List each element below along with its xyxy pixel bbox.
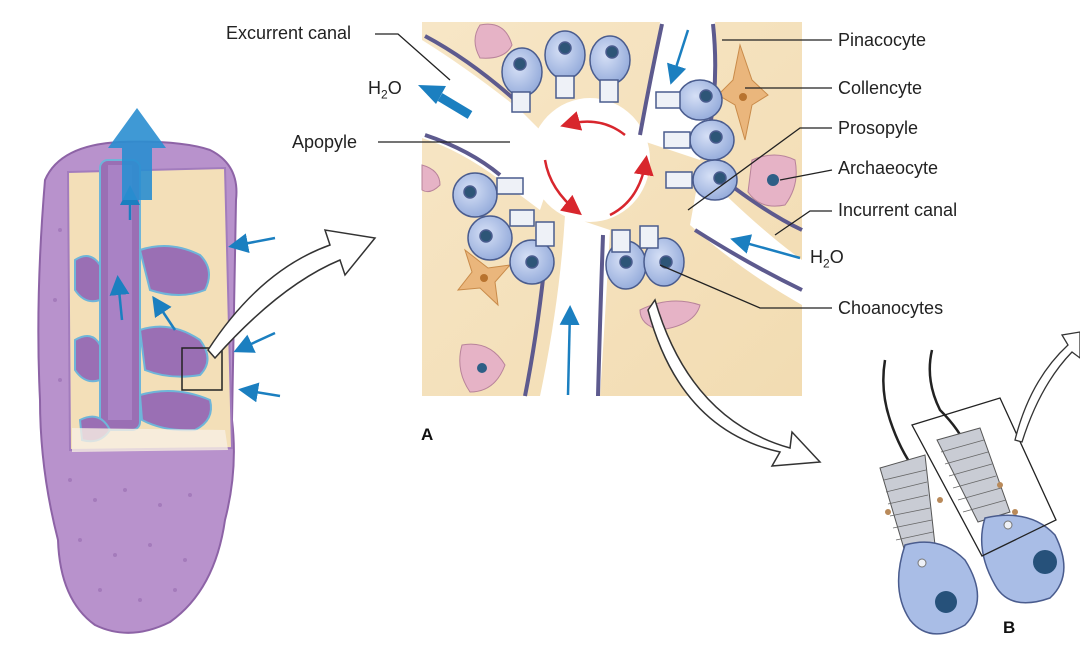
zoom-arrow-a xyxy=(207,229,377,360)
osculum-outflow-arrow xyxy=(108,108,166,200)
label-water-out-o: O xyxy=(387,78,402,98)
label-water-in-o: O xyxy=(829,247,844,267)
inset-box xyxy=(181,347,223,391)
water-outflow-arrow xyxy=(437,93,473,119)
label-water-out: H2O xyxy=(368,78,402,102)
label-pinacocyte: Pinacocyte xyxy=(838,30,927,50)
choanocyte-cell-right xyxy=(980,514,1065,604)
label-water-out-sub: 2 xyxy=(381,87,388,102)
choanocytes-group xyxy=(452,30,738,290)
label-incurrent-canal: Incurrent canal xyxy=(838,200,958,220)
label-water-in: H2O xyxy=(810,247,844,271)
label-water-out-h: H xyxy=(368,78,381,98)
incoming-flow-arrow-2 xyxy=(233,331,276,353)
label-apopyle: Apopyle xyxy=(292,132,358,152)
choanocyte-detail-panel xyxy=(879,331,1080,635)
sponge-body xyxy=(37,108,281,634)
zoom-arrow-b xyxy=(647,298,822,467)
incoming-flow-arrow-1 xyxy=(228,233,276,254)
label-choanocytes: Choanocytes xyxy=(838,298,944,318)
collencyte-cell xyxy=(717,43,769,141)
label-archaeocyte: Archaeocyte xyxy=(838,158,939,178)
choanocyte-chamber-panel xyxy=(421,22,803,397)
panel-label-b: B xyxy=(1003,618,1016,637)
label-prosopyle: Prosopyle xyxy=(838,118,919,138)
label-excurrent-canal: Excurrent canal xyxy=(226,23,352,43)
label-water-in-h: H xyxy=(810,247,823,267)
detail-highlight-box xyxy=(911,397,1057,557)
panel-label-a: A xyxy=(421,425,434,444)
incoming-flow-arrow-3 xyxy=(238,382,281,403)
choanocyte-cell-left xyxy=(897,541,979,635)
label-water-in-sub: 2 xyxy=(823,256,830,271)
label-collencyte: Collencyte xyxy=(838,78,923,98)
